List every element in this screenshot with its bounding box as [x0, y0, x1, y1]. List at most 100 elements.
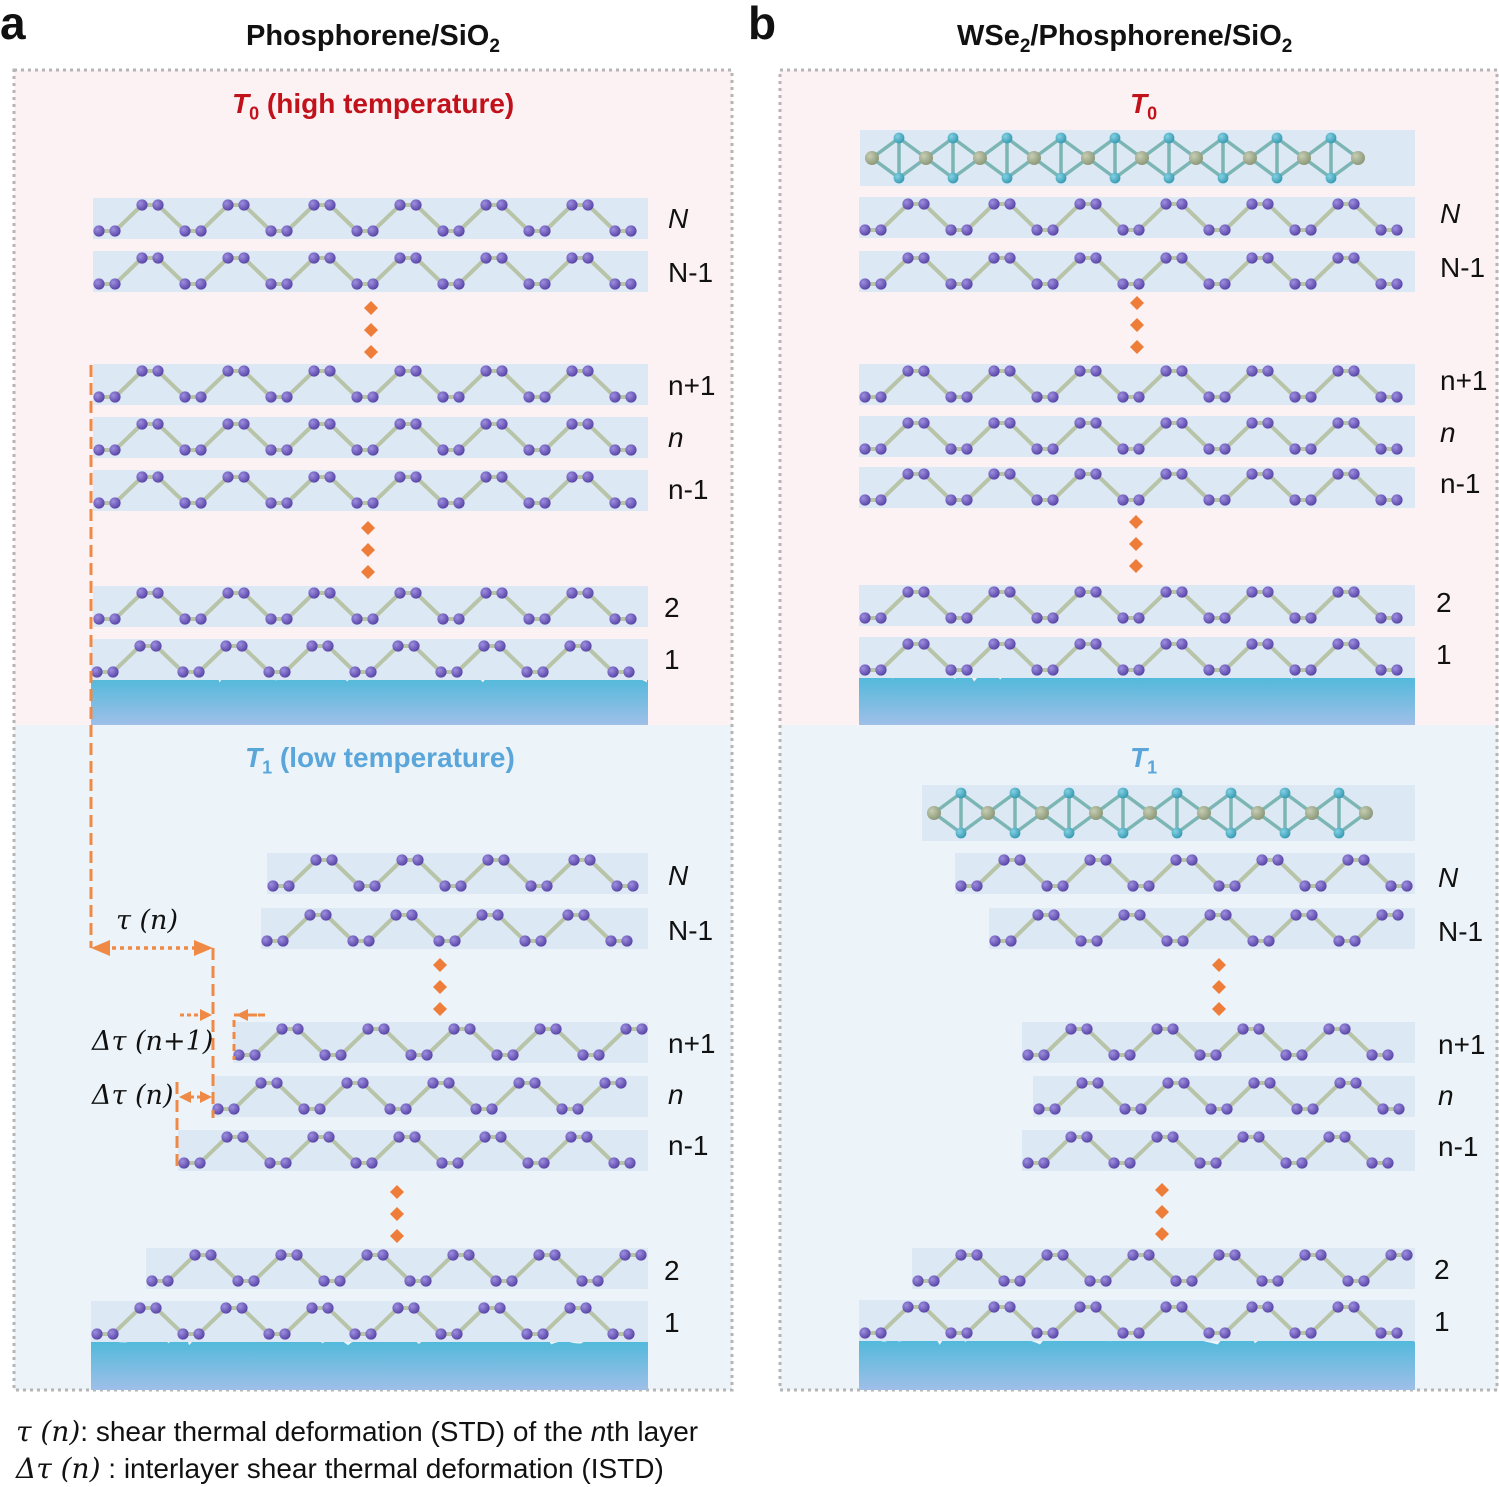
panel-b-cold-sub: 1	[1147, 757, 1158, 778]
b-hot-1-atom	[1176, 638, 1188, 650]
b-hot-n-1-atom	[1160, 468, 1172, 480]
a-cold-1-atom	[564, 1302, 576, 1314]
b-hot-1-atom	[1375, 664, 1387, 676]
panel-a-title: Phosphorene/SiO2	[246, 20, 500, 58]
a-hot-n-atom	[480, 418, 492, 430]
a-cold-2-atom	[232, 1275, 244, 1287]
a-hot-n+1-atom	[179, 391, 191, 403]
a-cold-n-1-atom	[323, 1131, 335, 1143]
a-hot-N-atom	[453, 225, 465, 237]
b-hot-n-atom	[1219, 443, 1231, 455]
b-hot-wse2-se-atom	[1055, 172, 1067, 184]
a-hot-N-atom	[281, 225, 293, 237]
b-cold-2-atom	[1084, 1275, 1096, 1287]
a-hot-n-1-atom	[625, 497, 637, 509]
a-hot-n-1-atom	[367, 497, 379, 509]
b-cold-wse2-se-atom	[1279, 787, 1291, 799]
b-cold-2-atom	[1041, 1249, 1053, 1261]
panel-a-hot-sub: 0	[249, 103, 260, 124]
b-hot-N-1-atom	[1117, 278, 1129, 290]
b-cold-2-atom	[971, 1249, 983, 1261]
b-hot-n+1-bonds	[863, 369, 1399, 399]
b-cold-n-atom	[1162, 1077, 1174, 1089]
a-hot-N-1-atom	[582, 252, 594, 264]
a-cold-N-atom	[267, 880, 279, 892]
a-hot-N-atom	[136, 199, 148, 211]
a-hot-N-1-atom	[609, 278, 621, 290]
a-cold-ellipsis	[433, 958, 447, 972]
b-cold-1-atom	[1375, 1327, 1387, 1339]
b-cold-n-1-atom	[1280, 1157, 1292, 1169]
a-hot-n+1-atom	[195, 391, 207, 403]
b-cold-1-atom	[1332, 1301, 1344, 1313]
b-cold-n-1-atom	[1210, 1157, 1222, 1169]
a-hot-n+1-atom	[410, 365, 422, 377]
a-hot-1-atom	[537, 666, 549, 678]
a-hot-n+1-atom	[480, 365, 492, 377]
b-hot-n-bonds	[863, 421, 1399, 451]
b-cold-N-atom	[1084, 854, 1096, 866]
b-cold-wse2-w-atom	[1143, 806, 1157, 820]
b-cold-n-atom	[1377, 1103, 1389, 1115]
a-hot-N-atom	[195, 225, 207, 237]
legend-1-sym: τ (n)	[16, 1415, 81, 1448]
b-cold-N-atom	[1143, 880, 1155, 892]
a-cold-n-1-atom	[350, 1157, 362, 1169]
b-cold-n-atom	[1393, 1103, 1405, 1115]
b-cold-N-atom	[1385, 880, 1397, 892]
a-hot-n-1-atom	[308, 471, 320, 483]
a-cold-n-1-atom	[409, 1131, 421, 1143]
b-cold-1-atom	[1176, 1301, 1188, 1313]
a-cold-label-n: n	[668, 1079, 684, 1110]
b-cold-1-atom	[859, 1327, 871, 1339]
a-cold-N-atom	[498, 854, 510, 866]
b-hot-1-atom	[1348, 638, 1360, 650]
a-hot-1-atom	[451, 666, 463, 678]
a-hot-N-atom	[265, 225, 277, 237]
a-hot-N-1-atom	[523, 278, 535, 290]
b-cold-2-atom	[1401, 1249, 1413, 1261]
b-hot-n-atom	[1246, 417, 1258, 429]
b-hot-N-atom	[1391, 224, 1403, 236]
a-hot-n-1-atom	[281, 497, 293, 509]
b-cold-n+1-atom	[1382, 1049, 1394, 1061]
a-hot-N-1-atom	[453, 278, 465, 290]
a-hot-label-n+1: n+1	[668, 370, 716, 401]
a-cold-n-1-bonds	[182, 1135, 632, 1165]
a-cold-n-atom	[255, 1077, 267, 1089]
b-cold-wse2-w-atom	[1305, 806, 1319, 820]
panel-a-cold-label: T1 (low temperature)	[245, 742, 515, 779]
a-cold-label-2: 2	[664, 1255, 680, 1286]
b-cold-2-atom	[1014, 1275, 1026, 1287]
a-hot-n+1-atom	[394, 365, 406, 377]
a-cold-n+1-atom	[421, 1049, 433, 1061]
a-cold-N-1-atom	[492, 909, 504, 921]
a-cold-n-1-atom	[452, 1157, 464, 1169]
b-hot-wse2-se-atom	[893, 132, 905, 144]
b-hot-2-atom	[1348, 586, 1360, 598]
b-hot-ellipsis-2	[1129, 537, 1143, 551]
b-cold-1-atom	[1348, 1301, 1360, 1313]
b-hot-n-1-atom	[961, 494, 973, 506]
b-cold-2-atom	[1256, 1275, 1268, 1287]
b-cold-n-atom	[1135, 1103, 1147, 1115]
a-cold-n-1-atom	[280, 1157, 292, 1169]
delta-tau-n1-arrow-head-2	[236, 1009, 248, 1021]
b-cold-1-atom	[988, 1301, 1000, 1313]
b-cold-wse2-se-atom	[1117, 787, 1129, 799]
a-cold-ellipsis	[433, 980, 447, 994]
a-hot-n-atom	[281, 444, 293, 456]
b-cold-n+1-atom	[1167, 1023, 1179, 1035]
b-hot-label-1: 1	[1436, 639, 1452, 670]
a-hot-n+1-atom	[437, 391, 449, 403]
b-hot-n-atom	[1176, 417, 1188, 429]
a-hot-2-atom	[480, 587, 492, 599]
a-cold-n+1-bonds	[237, 1027, 644, 1057]
a-cold-n-1-atom	[479, 1131, 491, 1143]
panel-a-hot-sym: T	[232, 88, 250, 119]
b-cold-n+1-atom	[1323, 1023, 1335, 1035]
a-cold-n+1-atom	[405, 1049, 417, 1061]
b-cold-n+1-bonds	[1026, 1027, 1390, 1057]
b-hot-wse2-se-atom	[1163, 172, 1175, 184]
b-cold-2-atom	[1143, 1249, 1155, 1261]
